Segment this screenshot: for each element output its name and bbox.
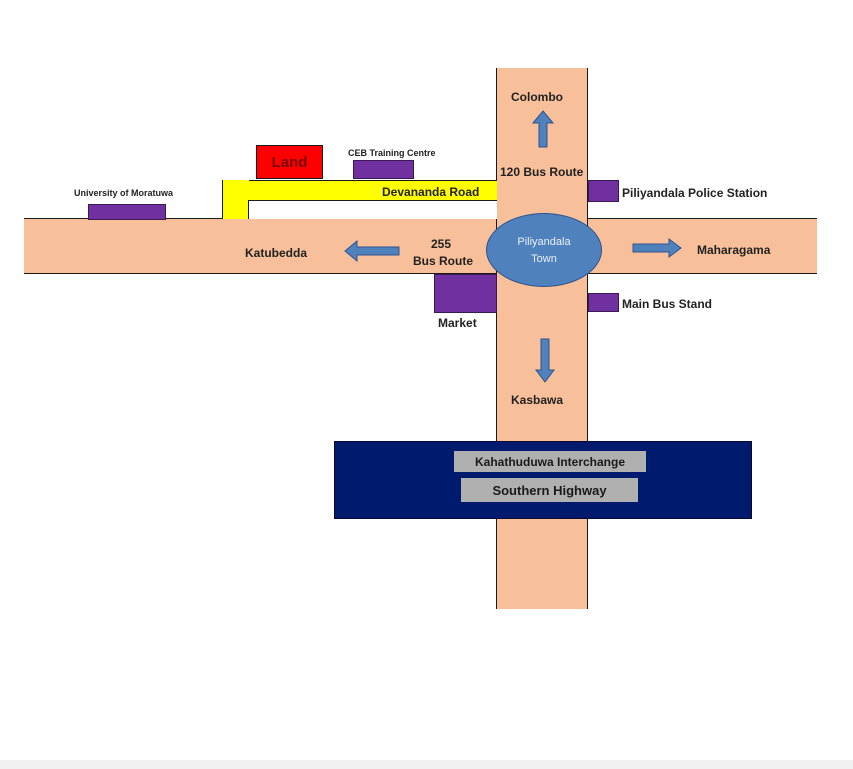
colombo-label: Colombo bbox=[511, 90, 563, 104]
route-255-label: Bus Route bbox=[413, 254, 473, 268]
land-plot: Land bbox=[256, 145, 323, 179]
maharagama-label: Maharagama bbox=[697, 243, 771, 257]
bus-stand-building bbox=[588, 293, 619, 312]
interchange-label: Kahathuduwa Interchange bbox=[454, 451, 646, 472]
ceb-label: CEB Training Centre bbox=[348, 148, 436, 158]
highway-label: Southern Highway bbox=[461, 478, 638, 502]
market-label: Market bbox=[438, 316, 477, 330]
ceb-building bbox=[353, 160, 414, 179]
devananda-road-label: Devananda Road bbox=[382, 185, 480, 199]
arrow-up-icon bbox=[532, 110, 554, 148]
market-building bbox=[434, 274, 497, 313]
devananda-road-link bbox=[222, 180, 249, 219]
bus-stand-label: Main Bus Stand bbox=[622, 297, 713, 311]
devananda-road-inner bbox=[248, 200, 497, 219]
arrow-down-icon bbox=[535, 338, 555, 383]
police-station-building bbox=[588, 180, 619, 202]
route-120-label: 120 Bus Route bbox=[500, 165, 584, 179]
kasbawa-label: Kasbawa bbox=[511, 393, 564, 407]
footer-bar bbox=[0, 760, 853, 769]
route-255-number: 255 bbox=[431, 237, 452, 251]
town-name: Piliyandala bbox=[517, 235, 571, 248]
university-building bbox=[88, 204, 166, 220]
university-label: University of Moratuwa bbox=[74, 188, 174, 198]
arrow-right-icon bbox=[632, 238, 682, 258]
arrow-left-icon bbox=[344, 240, 400, 262]
katubedda-label: Katubedda bbox=[245, 246, 308, 260]
police-station-label: Piliyandala Police Station bbox=[622, 186, 768, 200]
town-suffix: Town bbox=[531, 252, 557, 265]
piliyandala-town: Piliyandala Town bbox=[486, 213, 602, 287]
